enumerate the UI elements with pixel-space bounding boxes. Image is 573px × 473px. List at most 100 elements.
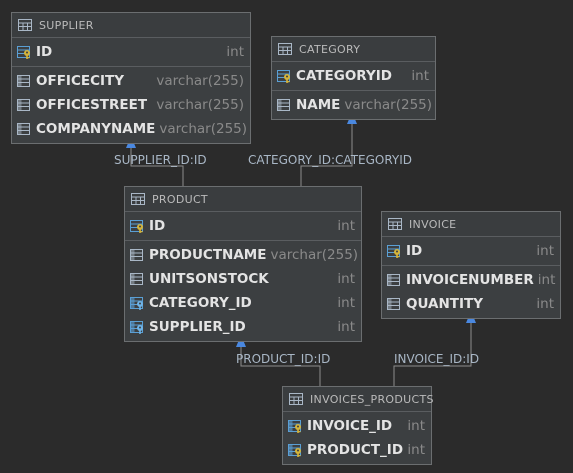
relation-label-product-id: PRODUCT_ID:ID <box>236 352 331 366</box>
column-name: PRODUCT_ID <box>307 442 404 458</box>
primary-key-icon <box>129 218 145 234</box>
column-row-id[interactable]: ID int <box>382 239 560 263</box>
column-name: INVOICE_ID <box>307 418 393 434</box>
column-name: ID <box>406 243 423 259</box>
column-type: varchar(255) <box>156 97 244 113</box>
connector-product-supplier <box>130 147 184 186</box>
column-type: int <box>537 272 556 288</box>
column-icon <box>276 97 292 113</box>
table-header[interactable]: PRODUCT <box>125 187 361 212</box>
column-icon <box>386 272 402 288</box>
column-row-id[interactable]: ID int <box>125 214 361 238</box>
column-name: ID <box>149 218 166 234</box>
column-name: PRODUCTNAME <box>149 247 267 263</box>
primary-key-icon <box>16 44 32 60</box>
column-row-quantity[interactable]: QUANTITY int <box>382 292 560 316</box>
column-type: varchar(255) <box>159 121 248 137</box>
column-name: OFFICESTREET <box>36 97 148 113</box>
column-row-id[interactable]: ID int <box>12 40 250 64</box>
table-icon <box>289 393 303 405</box>
column-name: QUANTITY <box>406 296 483 312</box>
column-type: int <box>536 243 554 259</box>
column-type: int <box>536 296 554 312</box>
column-type: int <box>337 271 355 287</box>
column-row-supplier-id[interactable]: SUPPLIER_ID int <box>125 315 361 339</box>
column-name: COMPANYNAME <box>36 121 156 137</box>
column-row-officestreet[interactable]: OFFICESTREET varchar(255) <box>12 93 250 117</box>
table-name: INVOICES_PRODUCTS <box>310 392 434 406</box>
table-icon <box>131 193 145 205</box>
column-name: OFFICECITY <box>36 73 124 89</box>
primary-key-section: ID int <box>125 212 361 241</box>
columns-section: OFFICECITY varchar(255) OFFICESTREET varcha… <box>12 67 250 143</box>
column-type: int <box>337 218 355 234</box>
primary-key-icon <box>386 243 402 259</box>
column-row-invoice-id[interactable]: INVOICE_ID int <box>283 414 431 438</box>
column-name: ID <box>36 44 53 60</box>
column-type: int <box>411 68 429 84</box>
relation-label-category-id: CATEGORY_ID:CATEGORYID <box>248 153 413 167</box>
column-icon <box>16 97 32 113</box>
column-type: int <box>337 295 355 311</box>
connector-invoices_products-product <box>240 346 321 386</box>
column-row-officecity[interactable]: OFFICECITY varchar(255) <box>12 69 250 93</box>
column-icon <box>16 73 32 89</box>
column-type: int <box>226 44 244 60</box>
column-name: INVOICENUMBER <box>406 272 534 288</box>
column-name: CATEGORYID <box>296 68 392 84</box>
relation-label-supplier-id: SUPPLIER_ID:ID <box>114 153 207 167</box>
connector-product-category <box>300 123 353 186</box>
composite-key-icon <box>287 442 303 458</box>
column-icon <box>386 296 402 312</box>
primary-key-section: ID int <box>12 38 250 67</box>
foreign-key-icon <box>129 295 145 311</box>
table-icon <box>278 43 292 55</box>
column-row-unitsonstock[interactable]: UNITSONSTOCK int <box>125 267 361 291</box>
column-name: CATEGORY_ID <box>149 295 252 311</box>
connector-invoices_products-invoice <box>393 322 472 386</box>
table-icon <box>18 19 32 31</box>
column-name: NAME <box>296 97 341 113</box>
column-type: varchar(255) <box>344 97 433 113</box>
table-header[interactable]: CATEGORY <box>272 37 435 62</box>
column-type: int <box>407 442 425 458</box>
column-type: varchar(255) <box>156 73 244 89</box>
table-name: INVOICE <box>409 217 457 231</box>
column-type: varchar(255) <box>270 247 359 263</box>
column-name: UNITSONSTOCK <box>149 271 269 287</box>
relation-label-invoice-id: INVOICE_ID:ID <box>394 352 480 366</box>
column-icon <box>16 121 32 137</box>
column-icon <box>129 247 145 263</box>
column-icon <box>129 271 145 287</box>
composite-key-icon <box>287 418 303 434</box>
column-type: int <box>407 418 425 434</box>
column-type: int <box>337 319 355 335</box>
table-name: SUPPLIER <box>39 18 94 32</box>
table-header[interactable]: INVOICES_PRODUCTS <box>283 387 434 412</box>
column-name: SUPPLIER_ID <box>149 319 246 335</box>
primary-key-icon <box>276 68 292 84</box>
column-row-categoryid[interactable]: CATEGORYID int <box>272 64 435 88</box>
table-name: CATEGORY <box>299 42 361 56</box>
foreign-key-icon <box>129 319 145 335</box>
table-header[interactable]: INVOICE <box>382 212 560 237</box>
column-row-category-id[interactable]: CATEGORY_ID int <box>125 291 361 315</box>
table-icon <box>388 218 402 230</box>
primary-key-section: CATEGORYID int <box>272 62 435 91</box>
primary-key-section: ID int <box>382 237 560 266</box>
table-header[interactable]: SUPPLIER <box>12 13 250 38</box>
